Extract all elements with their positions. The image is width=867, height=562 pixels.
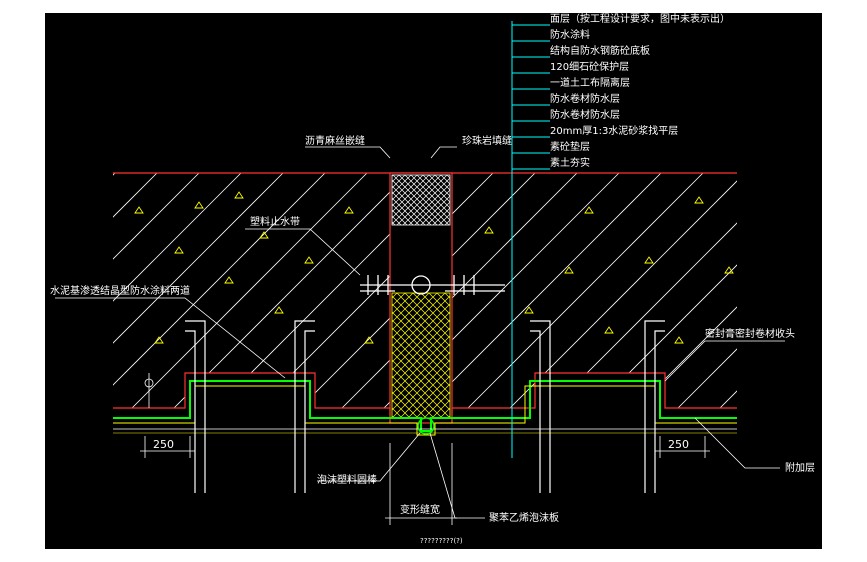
aggregate-mark bbox=[274, 306, 284, 314]
hatch-line bbox=[653, 173, 822, 433]
aggregate-mark bbox=[134, 206, 144, 214]
hatch-line bbox=[779, 173, 822, 433]
coating-label: 水泥基渗透结晶型防水涂料两道 bbox=[50, 284, 190, 297]
aggregate-mark bbox=[584, 206, 594, 214]
hatch-line bbox=[526, 173, 737, 408]
layer-label: 防水涂料 bbox=[550, 28, 590, 41]
aggregate-mark bbox=[154, 336, 164, 344]
aggregate-mark bbox=[224, 276, 234, 284]
hatch-line bbox=[652, 173, 737, 408]
hatch-line bbox=[148, 173, 390, 408]
sealant-fill bbox=[391, 174, 451, 226]
layer-ticks bbox=[512, 24, 550, 170]
hatch-line bbox=[45, 173, 115, 433]
hatch-line bbox=[113, 173, 326, 408]
layer-label: 120细石砼保护层 bbox=[550, 60, 629, 73]
eps-board-label: 聚苯乙烯泡沫板 bbox=[489, 511, 559, 524]
layer-label: 20mm厚1:3水泥砂浆找平层 bbox=[550, 124, 678, 137]
hatch-line bbox=[452, 173, 704, 408]
hatch-line bbox=[113, 173, 158, 408]
callout-labels: 沥青麻丝嵌缝 珍珠岩填缝 塑料止水带 水泥基渗透结晶型防水涂料两道 密封膏密封卷… bbox=[50, 134, 815, 545]
hatch-line bbox=[45, 173, 199, 433]
right-dimension-label: 250 bbox=[668, 438, 689, 451]
drawing-canvas: 面层（按工程设计要求，图中未表示出） 防水涂料 结构自防水钢筋砼底板 120细石… bbox=[45, 12, 822, 549]
hatch-line bbox=[694, 173, 737, 408]
hatch-line bbox=[452, 173, 578, 408]
dimension-lines bbox=[140, 373, 710, 458]
aggregate-marks bbox=[134, 191, 734, 344]
waterstop-label: 塑料止水带 bbox=[250, 215, 300, 228]
eps-board-fill bbox=[391, 292, 451, 419]
aggregate-mark bbox=[564, 266, 574, 274]
aggregate-mark bbox=[344, 206, 354, 214]
additional-layer-label: 附加层 bbox=[785, 461, 815, 474]
hatch-line bbox=[695, 173, 822, 433]
layer-label: 素土夯实 bbox=[550, 156, 590, 169]
hatch-line bbox=[274, 173, 390, 408]
hatch-line bbox=[568, 173, 737, 408]
aggregate-mark bbox=[694, 196, 704, 204]
aggregate-mark bbox=[604, 326, 614, 334]
layer-labels: 面层（按工程设计要求，图中未表示出） 防水涂料 结构自防水钢筋砼底板 120细石… bbox=[550, 12, 730, 169]
layer-label: 防水卷材防水层 bbox=[550, 92, 620, 105]
hatch-line bbox=[452, 173, 620, 408]
aggregate-mark bbox=[194, 201, 204, 209]
hatch-line bbox=[316, 173, 390, 408]
hatch-line bbox=[113, 173, 284, 408]
deformation-joint-section: 面层（按工程设计要求，图中未表示出） 防水涂料 结构自防水钢筋砼底板 120细石… bbox=[45, 12, 822, 545]
aggregate-mark bbox=[644, 256, 654, 264]
joint-width-label: 变形缝宽 bbox=[400, 503, 440, 516]
hatch-line bbox=[113, 173, 200, 408]
bottom-layer-stack bbox=[113, 372, 737, 436]
aggregate-mark bbox=[259, 231, 269, 239]
hatch-line bbox=[45, 173, 241, 433]
membrane-sealing-label: 密封膏密封卷材收头 bbox=[705, 327, 795, 340]
aggregate-mark bbox=[174, 246, 184, 254]
rebar-hooks bbox=[185, 320, 665, 493]
layer-label: 防水卷材防水层 bbox=[550, 108, 620, 121]
hatch-line bbox=[821, 173, 822, 433]
foam-rod-mark bbox=[417, 417, 435, 435]
hatch-line bbox=[569, 173, 822, 433]
footer-text: ?????????(?) bbox=[420, 537, 463, 545]
aggregate-mark bbox=[524, 306, 534, 314]
sealant-label: 沥青麻丝嵌缝 bbox=[305, 134, 365, 147]
sand-fill-label: 珍珠岩填缝 bbox=[462, 134, 512, 147]
aggregate-mark bbox=[674, 336, 684, 344]
left-dimension-label: 250 bbox=[153, 438, 174, 451]
hatch-line bbox=[113, 173, 368, 408]
hatch-line bbox=[45, 173, 73, 433]
layer-label: 素砼垫层 bbox=[550, 140, 590, 153]
callout-leaders bbox=[55, 146, 785, 525]
hatch-line bbox=[113, 173, 242, 408]
hatch-line bbox=[821, 173, 822, 433]
hatch-line bbox=[45, 173, 73, 433]
aggregate-mark bbox=[304, 256, 314, 264]
hatch-line bbox=[452, 173, 662, 408]
hatch-line bbox=[45, 173, 157, 433]
layer-label: 一道土工布隔离层 bbox=[550, 76, 630, 89]
hatch-line bbox=[452, 173, 536, 408]
aggregate-mark bbox=[364, 336, 374, 344]
hatch-line bbox=[611, 173, 822, 433]
aggregate-mark bbox=[234, 191, 244, 199]
hatch-line bbox=[45, 173, 283, 433]
foam-rod-label: 泡沫塑料圆棒 bbox=[317, 473, 377, 486]
hatch-line bbox=[779, 173, 822, 433]
layer-label: 面层（按工程设计要求，图中未表示出） bbox=[550, 13, 730, 25]
hatch-line bbox=[113, 173, 116, 408]
hatch-line bbox=[484, 173, 737, 408]
aggregate-mark bbox=[484, 226, 494, 234]
aggregate-mark bbox=[724, 266, 734, 274]
hatch-line bbox=[737, 173, 822, 433]
hatch-line bbox=[610, 173, 737, 408]
layer-label: 结构自防水钢筋砼底板 bbox=[550, 44, 650, 57]
hatch-line bbox=[736, 173, 737, 408]
plastic-waterstop bbox=[360, 275, 505, 295]
